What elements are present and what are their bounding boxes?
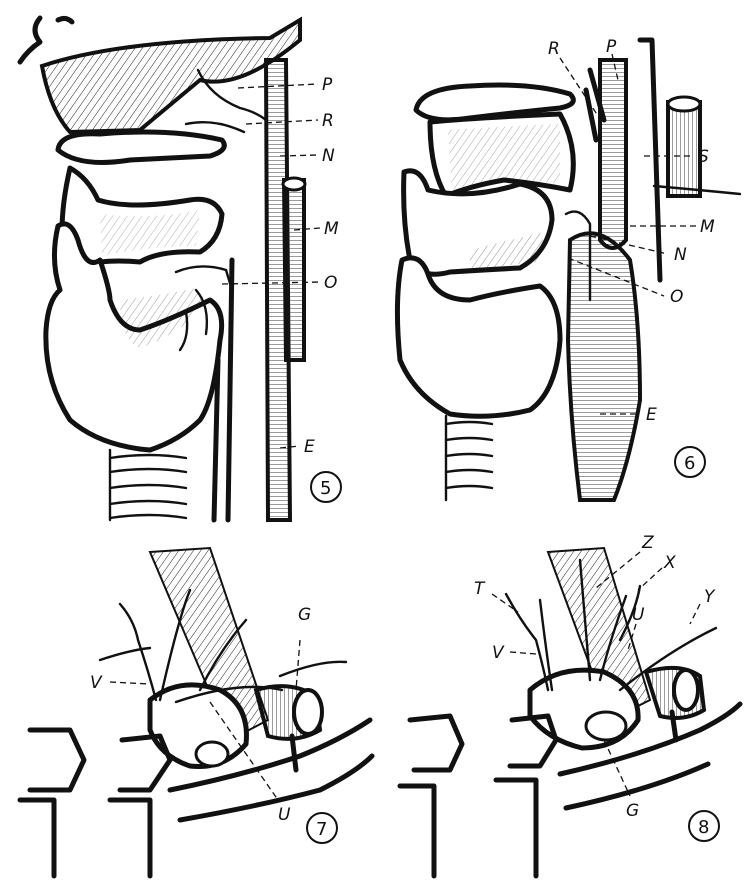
label-E: E bbox=[304, 437, 315, 457]
figure-6 bbox=[397, 40, 740, 500]
label-Y: Y bbox=[704, 587, 716, 607]
label-M: M bbox=[700, 217, 715, 237]
label-V: V bbox=[90, 673, 103, 693]
figure-5 bbox=[20, 18, 341, 520]
label-R: R bbox=[322, 111, 334, 131]
label-O: O bbox=[670, 287, 683, 307]
label-U: U bbox=[278, 805, 291, 825]
figure-number: 6 bbox=[684, 453, 695, 474]
label-T: T bbox=[474, 579, 486, 599]
label-P: P bbox=[322, 75, 333, 95]
label-N: N bbox=[674, 245, 687, 265]
label-X: X bbox=[663, 553, 676, 573]
label-G: G bbox=[298, 605, 311, 625]
label-U: U bbox=[632, 605, 645, 625]
label-P: P bbox=[606, 37, 617, 57]
label-M: M bbox=[324, 219, 339, 239]
label-E: E bbox=[646, 405, 657, 425]
label-V: V bbox=[492, 643, 505, 663]
label-G: G bbox=[626, 801, 639, 821]
figure-8 bbox=[400, 548, 740, 876]
label-Z: Z bbox=[641, 533, 654, 553]
label-O: O bbox=[324, 273, 337, 293]
label-R: R bbox=[548, 39, 560, 59]
figure-number: 7 bbox=[316, 819, 327, 840]
figure-number: 5 bbox=[320, 478, 331, 499]
label-S: S bbox=[698, 147, 709, 167]
figure-number: 8 bbox=[698, 817, 709, 838]
label-N: N bbox=[322, 146, 335, 166]
